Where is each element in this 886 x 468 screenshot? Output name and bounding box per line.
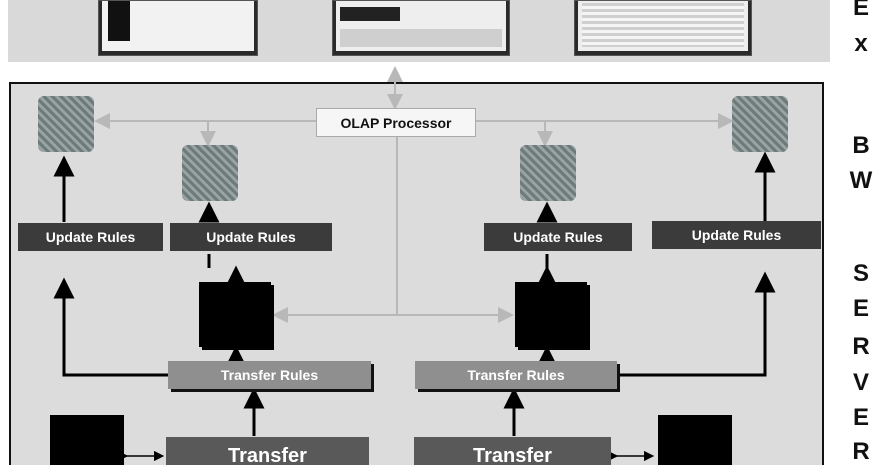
bw-server-panel xyxy=(9,82,824,465)
side-letter-x: x xyxy=(854,30,868,57)
infocube-icon-1 xyxy=(38,96,94,152)
infocube-icon-4 xyxy=(732,96,788,152)
psa-block-right xyxy=(658,415,732,465)
update-rules-4: Update Rules xyxy=(652,221,821,249)
side-letter-r: R xyxy=(852,333,870,360)
side-letter-b: B xyxy=(852,132,870,159)
side-letter-e3: E xyxy=(852,404,869,431)
side-letter-e2: E xyxy=(852,295,869,322)
update-rules-2: Update Rules xyxy=(170,223,332,251)
side-letter-e: E xyxy=(852,0,869,21)
side-letter-v: V xyxy=(852,369,869,396)
transfer-structure-right: Transfer xyxy=(414,437,611,467)
report-screenshot-3 xyxy=(574,0,752,56)
side-letter-s: S xyxy=(852,260,869,287)
transfer-structure-left: Transfer xyxy=(166,437,369,467)
olap-processor: OLAP Processor xyxy=(316,108,476,137)
report-screenshot-1 xyxy=(98,0,258,56)
infocube-icon-3 xyxy=(520,145,576,201)
update-rules-3: Update Rules xyxy=(484,223,632,251)
infocube-icon-2 xyxy=(182,145,238,201)
psa-block-left xyxy=(50,415,124,465)
report-screenshot-2 xyxy=(332,0,510,56)
transfer-rules-right: Transfer Rules xyxy=(415,361,617,389)
transfer-rules-left: Transfer Rules xyxy=(168,361,371,389)
side-letter-r2: R xyxy=(852,438,870,465)
ods-object-left xyxy=(199,282,271,347)
side-letter-w: W xyxy=(849,167,873,194)
ods-object-right xyxy=(515,282,587,347)
update-rules-1: Update Rules xyxy=(18,223,163,251)
